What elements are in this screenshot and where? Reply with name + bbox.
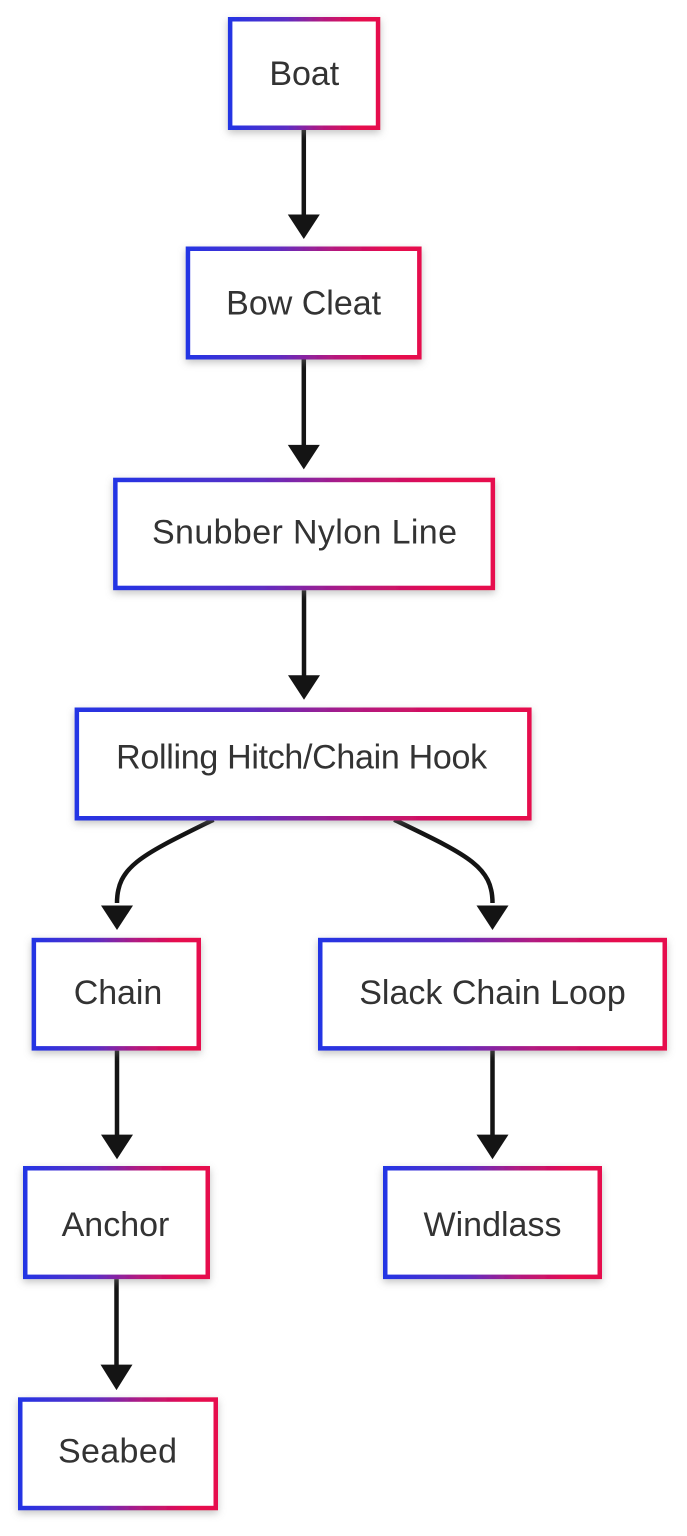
svg-text:Anchor: Anchor	[62, 1206, 170, 1244]
svg-text:Seabed: Seabed	[58, 1433, 177, 1471]
svg-text:Boat: Boat	[269, 55, 339, 93]
svg-text:Rolling Hitch/Chain Hook: Rolling Hitch/Chain Hook	[116, 738, 488, 776]
svg-text:Snubber Nylon Line: Snubber Nylon Line	[152, 514, 457, 552]
svg-text:Chain: Chain	[74, 974, 163, 1012]
svg-text:Slack Chain Loop: Slack Chain Loop	[359, 974, 626, 1012]
svg-text:Windlass: Windlass	[424, 1206, 562, 1244]
svg-text:Bow Cleat: Bow Cleat	[226, 285, 382, 323]
